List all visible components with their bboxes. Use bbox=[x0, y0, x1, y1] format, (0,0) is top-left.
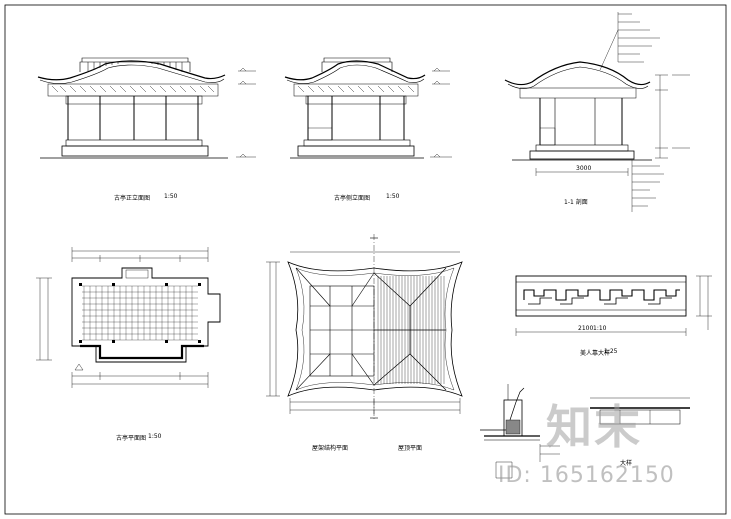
bottom-detail bbox=[480, 384, 690, 479]
floor-plan-scale: 1:50 bbox=[148, 433, 162, 440]
front-elevation bbox=[37, 57, 256, 159]
side-elevation-title: 古亭侧立面图 bbox=[334, 195, 371, 202]
front-elevation-title: 古亭正立面图 bbox=[114, 195, 151, 202]
side-elevation bbox=[284, 57, 452, 159]
rail-dim-right: 1:10 bbox=[593, 325, 607, 332]
rail-detail-title: 美人靠大样 bbox=[580, 350, 611, 357]
watermark-id: ID: 165162150 bbox=[498, 463, 675, 488]
detail-title: 大样 bbox=[620, 460, 633, 467]
rail-detail-scale: 1:25 bbox=[604, 348, 618, 355]
floor-plan-title: 古亭平面图 bbox=[116, 435, 147, 442]
floor-plan bbox=[36, 247, 221, 388]
watermark-logo: 知末 bbox=[546, 400, 642, 454]
sheet-border bbox=[4, 4, 727, 515]
section-title: 1-1 剖面 bbox=[564, 199, 588, 206]
section-dimension: 3000 bbox=[576, 165, 592, 172]
roof-plans bbox=[266, 234, 463, 420]
front-elevation-scale: 1:50 bbox=[164, 193, 178, 200]
roof-plan-title: 屋顶平面 bbox=[398, 445, 423, 452]
section-1-1 bbox=[504, 12, 690, 212]
rail-detail bbox=[515, 275, 712, 336]
rail-dim-left: 2100 bbox=[578, 325, 594, 332]
plan-floor-grid bbox=[82, 285, 198, 341]
side-elevation-scale: 1:50 bbox=[386, 193, 400, 200]
roof-frame-title: 屋架结构平面 bbox=[312, 445, 349, 452]
